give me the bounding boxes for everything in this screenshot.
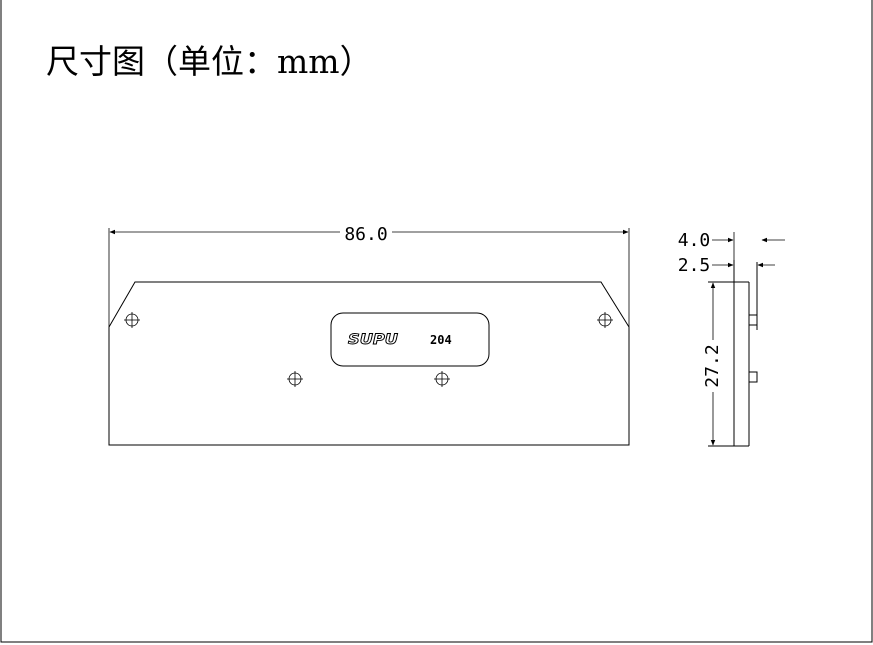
mounting-hole-bottom-left: [287, 371, 303, 387]
mounting-hole-top-left: [124, 312, 140, 328]
side-view-pin-lower: [748, 371, 758, 383]
model-number: 204: [430, 333, 452, 347]
mounting-hole-bottom-right: [434, 371, 450, 387]
logo-plate: [330, 312, 490, 367]
side-view: 4.0 2.5 27.2: [678, 230, 785, 447]
step-dimension-label: 2.5: [678, 255, 711, 276]
page-title: 尺寸图（单位：mm）: [46, 42, 373, 81]
width-dimension-label: 86.0: [344, 224, 387, 245]
mounting-hole-top-right: [597, 312, 613, 328]
logo-text: SUPU: [348, 332, 399, 348]
front-view: 86.0 SUPU 204: [108, 224, 630, 446]
front-view-outline: [108, 281, 630, 446]
side-view-pin-upper: [748, 314, 758, 326]
thickness-dimension-label: 4.0: [678, 230, 711, 251]
height-dimension-label: 27.2: [702, 344, 723, 387]
